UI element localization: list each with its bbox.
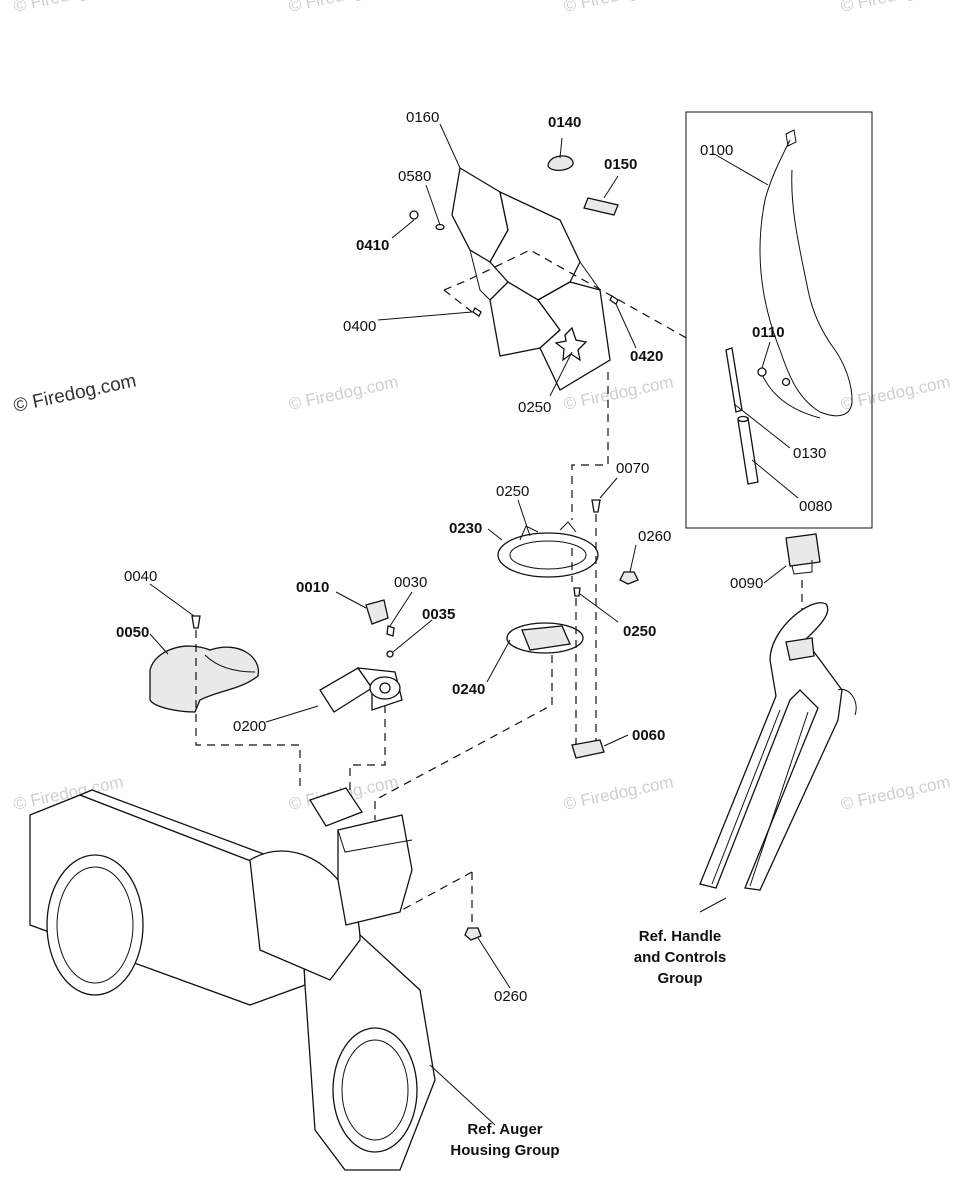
cable-inset-frame — [685, 111, 873, 529]
watermark: © Firedog.com — [562, 0, 675, 16]
cable-0100-part — [759, 139, 853, 417]
watermark: © Firedog.com — [839, 0, 952, 16]
rod-0130-part — [725, 347, 743, 413]
cable-lower-loop — [759, 369, 821, 419]
clip-0110-part — [757, 367, 767, 377]
nut-0260-lower-part — [464, 927, 482, 941]
callout-0260-lower: 0260 — [494, 988, 527, 1005]
callout-0410: 0410 — [356, 237, 389, 254]
callout-0200: 0200 — [233, 718, 266, 735]
callout-0260-upper: 0260 — [638, 528, 671, 545]
bolt-0040-part — [191, 615, 201, 629]
callout-0110: 0110 — [752, 324, 785, 341]
watermark: © Firedog.com — [839, 772, 952, 814]
callout-labels: 0160 0140 0150 0580 0410 0400 0420 0250 … — [116, 109, 832, 1005]
watermark: © Firedog.com — [839, 372, 952, 414]
washer-0580-part — [435, 223, 445, 231]
callout-0090: 0090 — [730, 575, 763, 592]
callout-0230: 0230 — [449, 520, 482, 537]
assembly-line — [349, 705, 386, 800]
assembly-line — [401, 871, 473, 928]
callout-0070: 0070 — [616, 460, 649, 477]
nut-0260-part — [619, 571, 639, 585]
ref-handle-line1: Ref. Handle — [639, 928, 722, 945]
assembly-line — [443, 289, 477, 316]
callout-0240: 0240 — [452, 681, 485, 698]
ref-handle-label: Ref. Handle and Controls Group — [634, 928, 727, 987]
ref-auger-line1: Ref. Auger — [467, 1121, 542, 1138]
cable-0100-end — [785, 129, 797, 147]
cover-0050-part — [149, 645, 260, 713]
ref-handle-line2: and Controls — [634, 949, 727, 966]
callout-0060: 0060 — [632, 727, 665, 744]
callout-0140: 0140 — [548, 114, 581, 131]
callout-0010: 0010 — [296, 579, 329, 596]
gear-0010-part — [365, 599, 389, 625]
callout-0580: 0580 — [398, 168, 431, 185]
callout-0250-lower: 0250 — [623, 623, 656, 640]
tube-0080-part — [737, 417, 759, 485]
callout-0040: 0040 — [124, 568, 157, 585]
handle-frame-ref — [699, 602, 857, 891]
leader-lines — [149, 123, 799, 1126]
callout-0100: 0100 — [700, 142, 733, 159]
ref-auger-line2: Housing Group — [450, 1142, 559, 1159]
assembly-line — [443, 249, 691, 341]
decal-0150-part — [583, 197, 619, 216]
bolt-0070-part — [591, 499, 601, 513]
washer-0035-part — [386, 650, 394, 658]
chute-assembly-0160 — [451, 166, 611, 391]
bolt-0410-part — [409, 210, 419, 220]
assembly-line — [374, 655, 553, 820]
callout-0420: 0420 — [630, 348, 663, 365]
auger-housing-ref — [29, 787, 436, 1171]
clip-0110-part — [781, 377, 791, 387]
callout-0160: 0160 — [406, 109, 439, 126]
callout-0030: 0030 — [394, 574, 427, 591]
callout-0150: 0150 — [604, 156, 637, 173]
bolt-0400-part — [472, 307, 482, 317]
callout-0080: 0080 — [799, 498, 832, 515]
tube-0080-end — [737, 415, 749, 423]
bolt-0420-part — [609, 295, 619, 305]
callout-0250-chute: 0250 — [518, 399, 551, 416]
switch-0090-part — [785, 533, 821, 575]
assembly-line — [571, 372, 609, 520]
watermark: © Firedog.com — [12, 0, 125, 16]
bolt-0030-part — [386, 625, 395, 637]
watermark: © Firedog.com — [287, 372, 400, 414]
ref-handle-line3: Group — [658, 970, 703, 987]
callout-0035: 0035 — [422, 606, 455, 623]
assembly-line — [195, 630, 301, 790]
callout-0130: 0130 — [793, 445, 826, 462]
motor-0200-part — [319, 667, 403, 713]
plate-0240-part — [506, 622, 584, 654]
watermark: © Firedog.com — [287, 0, 400, 16]
copyright-watermark: © Firedog.com — [12, 370, 139, 417]
bolt-0250-part — [573, 587, 581, 597]
ring-gear-0230-part — [497, 521, 599, 578]
callout-0250-ring: 0250 — [496, 483, 529, 500]
knob-0140-part — [547, 155, 574, 172]
callout-0400: 0400 — [343, 318, 376, 335]
watermark: © Firedog.com — [562, 772, 675, 814]
callout-0050: 0050 — [116, 624, 149, 641]
ref-auger-label: Ref. Auger Housing Group — [450, 1121, 559, 1159]
block-0060-part — [571, 739, 605, 759]
